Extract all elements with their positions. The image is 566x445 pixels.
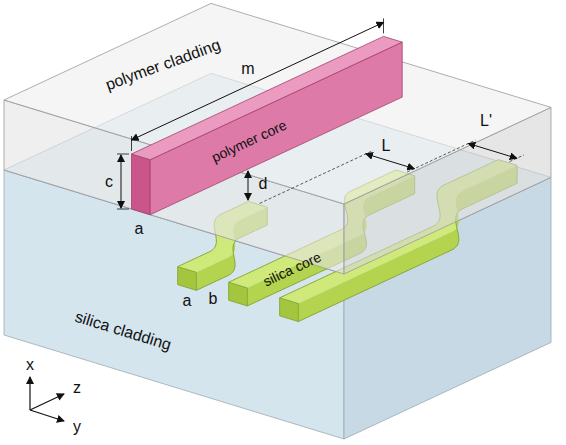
core-label: polymer core — [209, 118, 288, 165]
core-front-face — [178, 267, 197, 291]
dimension-label: a — [183, 293, 192, 309]
dimension-m — [132, 22, 384, 140]
dimension-L-prime — [468, 143, 516, 158]
cladding-label: polymer cladding — [103, 37, 222, 93]
extension-line — [383, 18, 384, 33]
dimension-label: L' — [480, 113, 492, 129]
extension-line — [260, 151, 373, 204]
dimension-d — [248, 171, 249, 200]
dimension-c — [121, 155, 122, 208]
pcore-front-face — [132, 154, 151, 215]
dimension-lines — [117, 18, 524, 209]
polymer-cladding-block — [4, 3, 551, 274]
dimension-label: L — [382, 138, 391, 154]
axis-label: x — [26, 357, 34, 373]
dimension-label: b — [209, 291, 218, 307]
cladding-label: silica cladding — [73, 309, 173, 353]
axis-z — [30, 394, 64, 410]
dimension-label: a — [135, 221, 144, 237]
axis-y — [30, 410, 64, 421]
dimension-label: c — [105, 174, 113, 190]
core-front-face — [229, 282, 248, 306]
axis-label: z — [73, 380, 81, 396]
extension-line — [407, 140, 475, 172]
axis-x — [29, 377, 30, 410]
extension-line — [131, 136, 132, 151]
axis-triad — [30, 377, 64, 421]
dimension-label: m — [241, 61, 254, 77]
extension-line — [117, 209, 129, 210]
dimension-L — [366, 154, 414, 169]
core-label: silica core — [261, 250, 323, 289]
core-front-face — [280, 298, 299, 322]
dimension-label: d — [259, 176, 268, 192]
extension-line — [117, 154, 129, 155]
axis-label: y — [73, 419, 81, 435]
